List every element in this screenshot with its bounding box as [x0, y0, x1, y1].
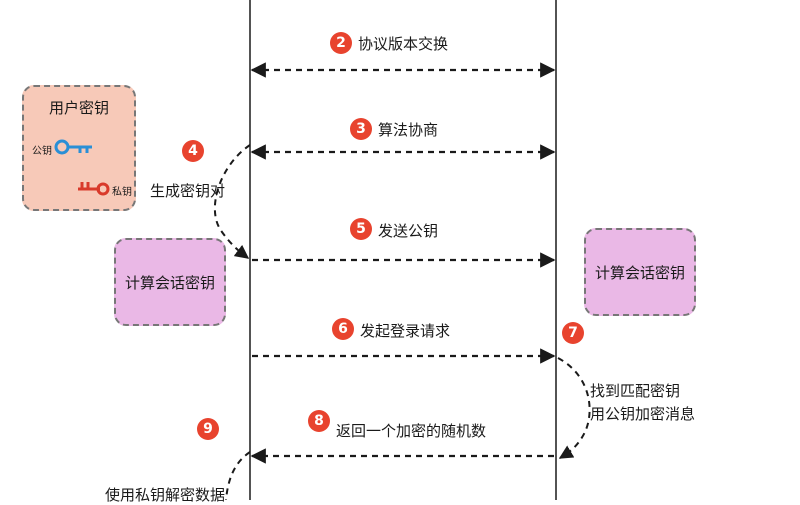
- step-9-label: 使用私钥解密数据: [105, 486, 226, 504]
- step-3-badge: 3: [350, 118, 372, 140]
- step-8-badge: 8: [308, 410, 330, 432]
- public-key-icon: [54, 139, 92, 155]
- step-2-label: 协议版本交换: [358, 35, 449, 53]
- step-6-label: 发起登录请求: [360, 322, 451, 340]
- step-5-badge: 5: [350, 218, 372, 240]
- step-7-label-line1: 找到匹配密钥: [590, 382, 681, 400]
- step-8-label: 返回一个加密的随机数: [336, 422, 487, 440]
- user-keys-title: 用户密钥: [48, 99, 109, 117]
- step-4-badge: 4: [182, 140, 204, 162]
- step-6-badge: 6: [332, 318, 354, 340]
- curve-generate-keypair: [213, 144, 251, 259]
- step-9-badge: 9: [197, 418, 219, 440]
- curve-find-key: [557, 357, 591, 459]
- user-keys-box: 用户密钥 公钥 私钥: [22, 85, 136, 211]
- step-7-label-line2: 用公钥加密消息: [590, 405, 696, 423]
- session-key-box-client: 计算会话密钥: [114, 238, 226, 326]
- public-key-label: 公钥: [32, 146, 52, 157]
- step-4-label: 生成密钥对: [150, 182, 226, 200]
- step-5-label: 发送公钥: [378, 222, 439, 240]
- private-key-label: 私钥: [112, 187, 132, 198]
- private-key-icon: [78, 182, 110, 196]
- step-2-badge: 2: [330, 32, 352, 54]
- session-key-box-server: 计算会话密钥: [584, 228, 696, 316]
- step-3-label: 算法协商: [378, 121, 439, 139]
- step-7-badge: 7: [562, 322, 584, 344]
- curve-decrypt: [225, 451, 251, 500]
